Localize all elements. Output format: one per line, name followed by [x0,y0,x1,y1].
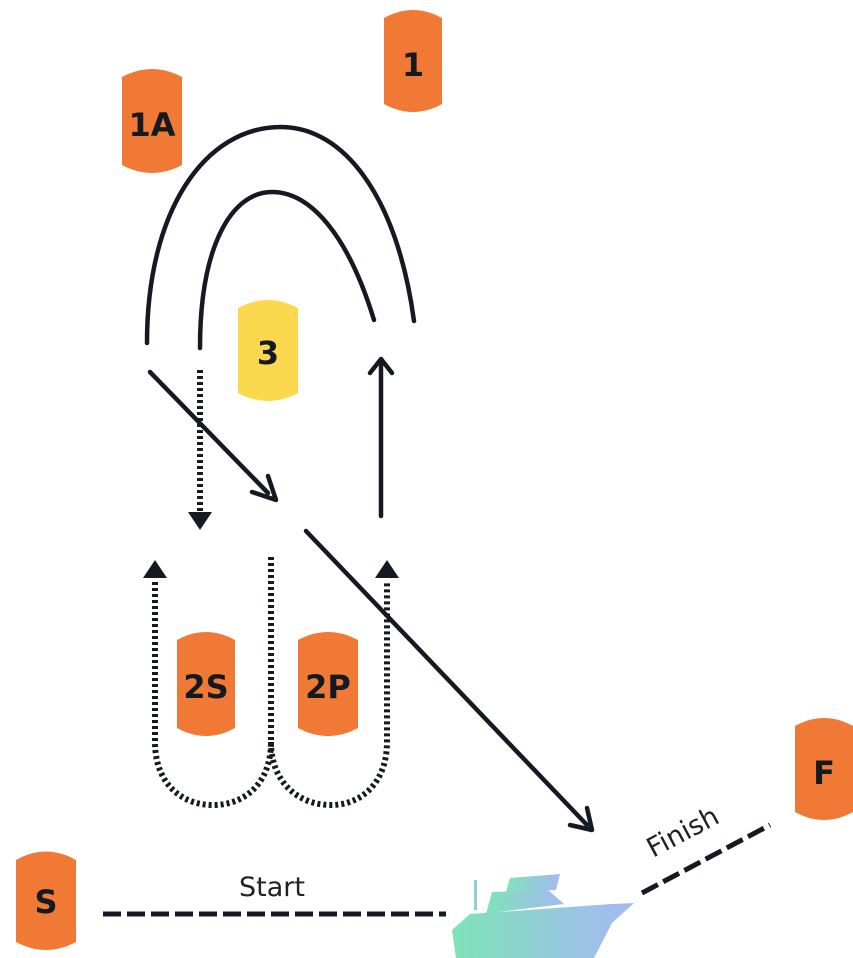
buoy-1-shape [384,10,442,112]
diagonal-finish-arrowhead [567,805,595,833]
dotted-down-arrowhead [188,512,212,530]
buoy-s-label: S [34,883,57,921]
buoy-1a-shape [122,69,182,173]
course-paths [103,124,772,917]
buoy-2s: 2S [177,632,235,736]
start-label: Start [239,872,305,903]
dotted-loop-2s-arrowhead [143,560,167,578]
buoy-f: F [795,718,853,820]
buoy-2s-shape [177,632,235,736]
buoy-2s-label: 2S [183,668,228,706]
buoy-1a: 1A [122,69,182,173]
diagonal-finish-line [303,528,590,828]
buoy-3-shape [238,300,298,401]
dotted-loop-2p-arrowhead [375,560,399,578]
finish-line [640,822,772,896]
buoy-1: 1 [384,10,442,112]
solid-up-arrowhead [367,356,395,376]
dotted-loop-2p [268,582,390,809]
buoy-2p-shape [298,632,358,736]
motor-boat-icon [452,874,634,958]
buoy-s: S [16,851,76,950]
diagonal-entry-arrowhead [249,473,279,503]
buoy-f-label: F [813,754,835,792]
inner-turn-arc [197,189,377,351]
buoy-1-label: 1 [402,46,424,84]
buoy-1a-label: 1A [128,106,175,144]
buoy-f-shape [795,718,853,820]
buoy-2p: 2P [298,632,358,736]
buoy-3-label: 3 [257,334,279,372]
outer-turn-arc [144,124,417,346]
diagonal-entry-line [147,369,271,496]
buoy-s-shape [16,851,76,950]
buoy-2p-label: 2P [305,668,351,706]
buoy-3: 3 [238,300,298,401]
dotted-loop-2s [152,582,274,809]
